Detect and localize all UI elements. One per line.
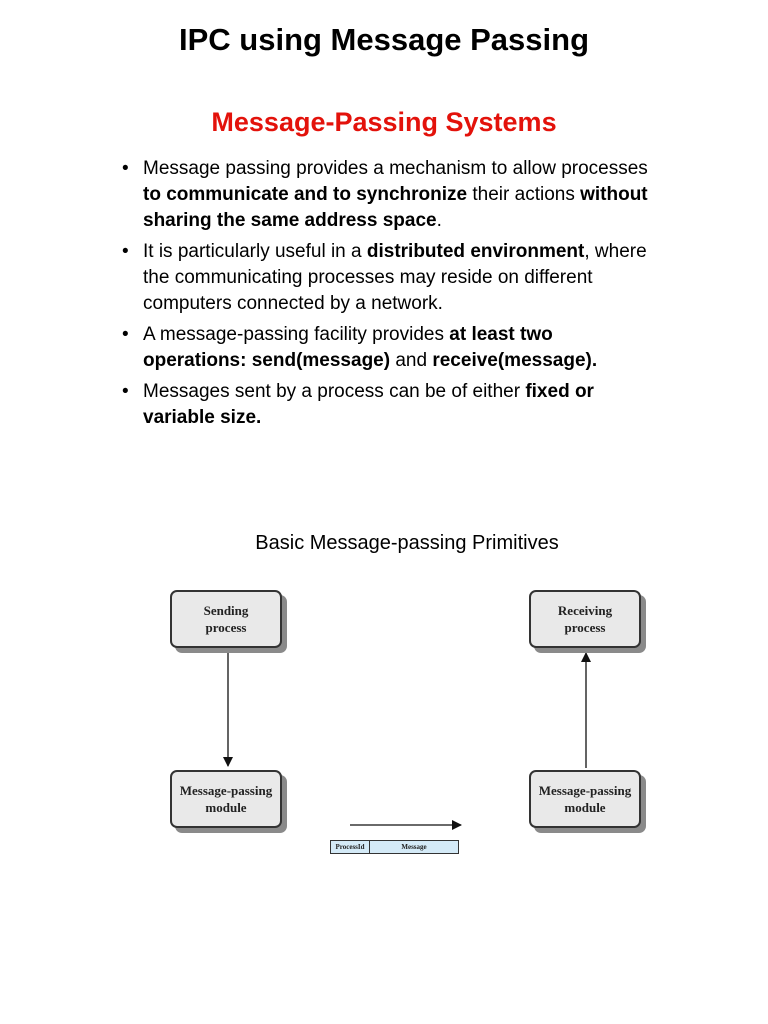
bullet-item: • A message-passing facility provides at… bbox=[120, 322, 650, 374]
bullet-bold-text: at least two operations: send(message) bbox=[143, 324, 553, 371]
bullet-dot: • bbox=[122, 324, 129, 345]
bullet-dot: • bbox=[122, 241, 129, 262]
bullet-text: Messages sent by a process can be of eit… bbox=[143, 381, 526, 402]
bullet-bold-text: fixed or variable size. bbox=[143, 381, 594, 428]
sender-module-label: Message-passing module bbox=[179, 783, 273, 815]
bullet-text: A message-passing facility provides bbox=[143, 324, 450, 345]
page-title: IPC using Message Passing bbox=[178, 22, 590, 57]
bullet-text: It is particularly useful in a bbox=[143, 241, 367, 262]
packet-process-id: ProcessId bbox=[331, 841, 370, 853]
bullet-text: , where the communicating processes may … bbox=[143, 241, 647, 314]
sending-process-label: Sending process bbox=[203, 603, 249, 635]
sending-process-box: Sending process bbox=[170, 590, 282, 648]
bullet-text: Message passing provides a mechanism to … bbox=[143, 158, 648, 179]
bullet-list: • Message passing provides a mechanism t… bbox=[120, 156, 650, 436]
diagram-caption: Basic Message-passing Primitives bbox=[255, 532, 559, 554]
sender-module-box: Message-passing module bbox=[170, 770, 282, 828]
bullet-bold-text: receive(message). bbox=[432, 350, 598, 371]
receiver-module-label: Message-passing module bbox=[538, 783, 632, 815]
receiving-process-label: Receiving process bbox=[557, 603, 613, 635]
bullet-text: and bbox=[390, 350, 433, 371]
packet-message: Message bbox=[401, 843, 427, 851]
bullet-dot: • bbox=[122, 381, 129, 402]
message-packet: ProcessId Message bbox=[330, 840, 459, 854]
bullet-item: • Message passing provides a mechanism t… bbox=[120, 156, 650, 234]
bullet-bold-text: distributed environment bbox=[366, 241, 585, 262]
bullet-bold-text: to communicate and to synchronize bbox=[143, 184, 468, 205]
bullet-bold-text: without sharing the same address space bbox=[143, 184, 648, 231]
section-subtitle: Message-Passing Systems bbox=[211, 107, 557, 137]
bullet-text: . bbox=[436, 210, 442, 231]
bullet-item: • It is particularly useful in a distrib… bbox=[120, 239, 650, 317]
receiver-module-box: Message-passing module bbox=[529, 770, 641, 828]
bullet-dot: • bbox=[122, 158, 129, 179]
bullet-text: their actions bbox=[467, 184, 581, 205]
bullet-item: • Messages sent by a process can be of e… bbox=[120, 379, 650, 431]
receiving-process-box: Receiving process bbox=[529, 590, 641, 648]
